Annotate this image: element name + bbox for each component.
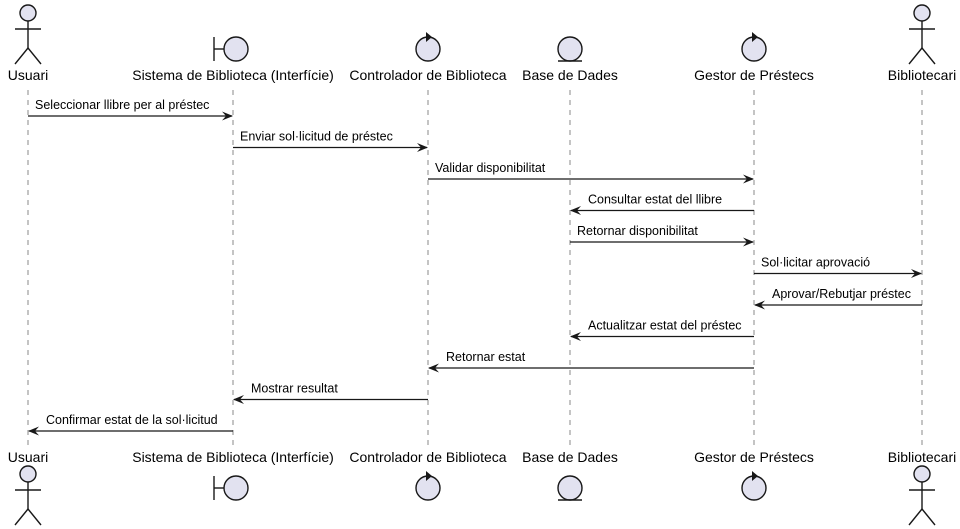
participant-heads-bottom: Usuari Sistema de Biblioteca (Interfície)… [8,449,956,526]
actor-head [19,4,37,22]
control-circle [415,36,441,62]
control-arrow [426,471,432,481]
participant-db-top: Base de Dades [522,36,618,83]
message-label: Confirmar estat de la sol·licitud [46,413,218,427]
participant-heads-top: Usuari Sistema de Biblioteca (Interfície)… [8,4,956,83]
message-arrowhead [428,363,439,373]
message-6: Sol·licitar aprovació [754,256,922,278]
message-label: Consultar estat del llibre [588,193,722,207]
message-label: Actualitzar estat del préstec [588,319,742,333]
participant-label: Gestor de Préstecs [694,67,814,83]
participant-loans-bottom: Gestor de Préstecs [694,449,814,501]
boundary-circle [223,36,249,62]
actor-leg-left [908,508,923,526]
participant-ui-bottom: Sistema de Biblioteca (Interfície) [132,449,334,501]
message-5: Retornar disponibilitat [570,224,754,247]
message-arrowhead [233,395,244,404]
participant-label: Usuari [8,67,48,83]
actor-head [913,465,931,483]
message-label: Sol·licitar aprovació [761,256,870,270]
participant-librarian-bottom: Bibliotecari [888,449,956,526]
actor-leg-right [921,508,936,526]
message-arrowhead [570,206,581,215]
participant-label: Sistema de Biblioteca (Interfície) [132,449,334,465]
message-10: Mostrar resultat [233,382,428,404]
message-4: Consultar estat del llibre [570,193,754,215]
control-circle [415,475,441,501]
participant-label: Gestor de Préstecs [694,449,814,465]
control-arrow [426,32,432,42]
message-label: Seleccionar llibre per al préstec [35,98,209,112]
actor-leg-left [14,47,29,65]
message-label: Aprovar/Rebutjar préstec [772,287,911,301]
message-arrowhead [417,143,428,152]
control-circle [741,36,767,62]
message-9: Retornar estat [428,350,754,373]
participant-label: Usuari [8,449,48,465]
message-7: Aprovar/Rebutjar préstec [754,287,922,310]
message-label: Enviar sol·licitud de préstec [240,130,393,144]
actor-leg-left [14,508,29,526]
participant-ctrl-top: Controlador de Biblioteca [349,32,507,83]
actor-head [913,4,931,22]
actor-leg-right [27,47,42,65]
participant-label: Bibliotecari [888,67,956,83]
actor-leg-right [27,508,42,526]
entity-circle [557,36,583,62]
message-label: Retornar disponibilitat [577,224,698,238]
message-3: Validar disponibilitat [428,161,754,184]
message-arrowhead [911,269,922,278]
participant-label: Base de Dades [522,67,618,83]
message-label: Mostrar resultat [251,382,338,396]
participant-label: Base de Dades [522,449,618,465]
participant-label: Bibliotecari [888,449,956,465]
message-label: Retornar estat [446,350,526,364]
message-arrowhead [570,332,581,341]
control-arrow [752,32,758,42]
actor-head [19,465,37,483]
participant-librarian-top: Bibliotecari [888,4,956,83]
participant-user-top: Usuari [8,4,48,83]
message-8: Actualitzar estat del préstec [570,319,754,341]
control-arrow [752,471,758,481]
message-label: Validar disponibilitat [435,161,546,175]
participant-ui-top: Sistema de Biblioteca (Interfície) [132,36,334,83]
participant-ctrl-bottom: Controlador de Biblioteca [349,449,507,501]
participant-label: Sistema de Biblioteca (Interfície) [132,67,334,83]
participant-loans-top: Gestor de Préstecs [694,32,814,83]
message-arrowhead [28,426,39,436]
message-1: Seleccionar llibre per al préstec [28,98,233,121]
control-circle [741,475,767,501]
participant-label: Controlador de Biblioteca [349,449,506,465]
message-arrowhead [754,300,765,310]
message-2: Enviar sol·licitud de préstec [233,130,428,152]
message-11: Confirmar estat de la sol·licitud [28,413,233,436]
entity-circle [557,475,583,501]
participant-db-bottom: Base de Dades [522,449,618,501]
participant-label: Controlador de Biblioteca [349,67,506,83]
message-arrowhead [743,237,754,247]
messages: Seleccionar llibre per al préstecEnviar … [28,98,922,436]
actor-leg-left [908,47,923,65]
participant-user-bottom: Usuari [8,449,48,526]
actor-leg-right [921,47,936,65]
message-arrowhead [222,111,233,121]
boundary-circle [223,475,249,501]
message-arrowhead [743,174,754,184]
